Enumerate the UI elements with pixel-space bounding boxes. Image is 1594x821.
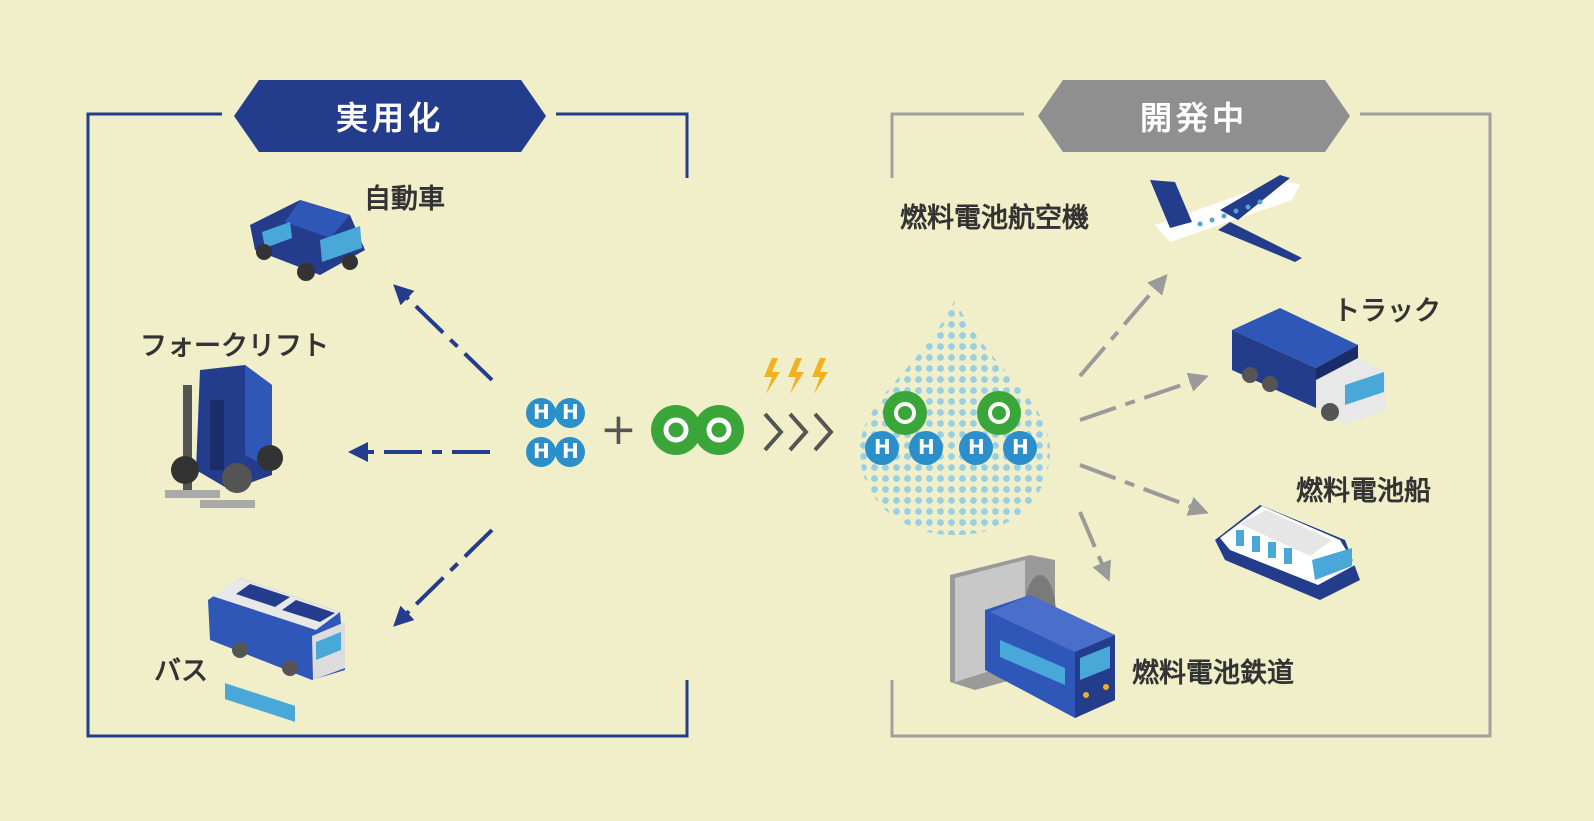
hydrogen-molecules-icon xyxy=(526,398,585,467)
plus-sign: + xyxy=(600,404,637,455)
car-label: 自動車 xyxy=(364,184,445,215)
reaction-arrow-icon xyxy=(763,412,834,452)
hydrogen-atom-label: H xyxy=(562,400,579,424)
in-use-frame xyxy=(86,112,689,738)
airplane-icon xyxy=(1150,175,1302,262)
in-development-banner: 開発中 xyxy=(1038,80,1350,152)
hydrogen-atom-label: H xyxy=(533,400,550,424)
truck-icon xyxy=(1232,308,1386,424)
bus-label: バス xyxy=(154,656,208,687)
arrow-to-airplane xyxy=(1078,273,1168,378)
lightning-icon xyxy=(764,358,828,394)
hydrogen-atom-label: H xyxy=(562,439,579,463)
train-label: 燃料電池鉄道 xyxy=(1132,658,1294,689)
arrow-to-bus xyxy=(393,528,494,627)
hydrogen-atom-label: H xyxy=(918,435,935,459)
arrow-to-truck xyxy=(1079,372,1209,422)
arrow-to-ship xyxy=(1079,463,1209,516)
development-arrows xyxy=(1078,273,1209,582)
train-icon xyxy=(950,555,1115,718)
airplane-label: 燃料電池航空機 xyxy=(900,203,1089,234)
hydrogen-atom-label: H xyxy=(874,435,891,459)
in-use-banner: 実用化 xyxy=(234,80,546,152)
car-icon xyxy=(250,200,365,281)
hydrogen-atom-label: H xyxy=(968,435,985,459)
truck-label: トラック xyxy=(1333,296,1441,327)
arrow-to-car xyxy=(393,284,494,382)
water-drop-icon xyxy=(860,300,1050,535)
development-frame xyxy=(890,112,1492,738)
in-use-arrows xyxy=(348,284,494,627)
hydrogen-atom-label: H xyxy=(1012,435,1029,459)
bus-icon xyxy=(208,578,345,722)
water-molecules-icon xyxy=(865,391,1037,465)
oxygen-molecule-icon xyxy=(651,405,744,455)
forklift-icon xyxy=(165,365,283,508)
arrow-to-train xyxy=(1078,511,1111,582)
ship-label: 燃料電池船 xyxy=(1296,476,1431,507)
hydrogen-atom-label: H xyxy=(533,439,550,463)
ship-icon xyxy=(1215,505,1360,600)
forklift-label: フォークリフト xyxy=(140,331,329,362)
